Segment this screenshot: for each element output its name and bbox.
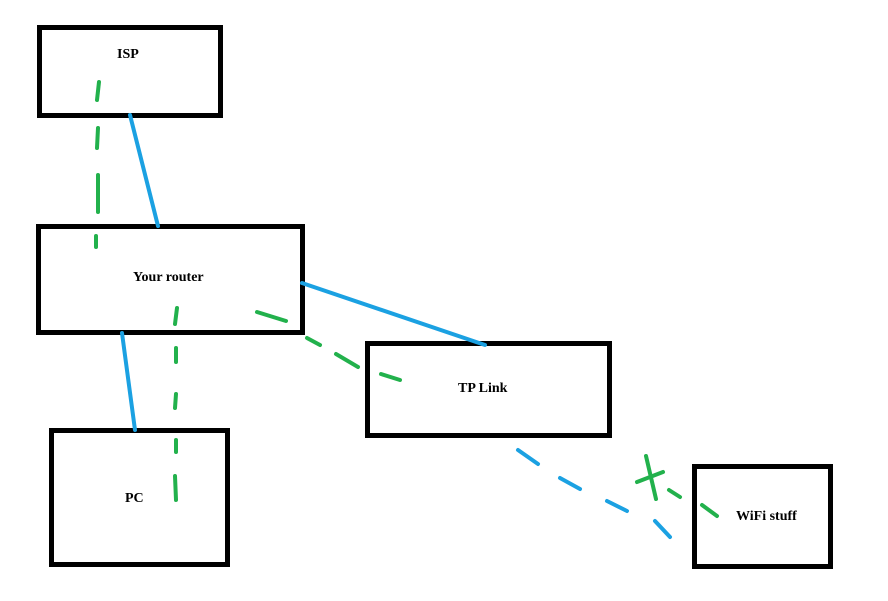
- tplink-box: [365, 341, 612, 438]
- router-label: Your router: [133, 270, 204, 285]
- path-to-wifi-dashed: [667, 488, 719, 518]
- isp-label: ISP: [117, 47, 139, 62]
- cross-mark-icon: [635, 454, 665, 501]
- pc-box: [49, 428, 230, 567]
- path-router-tplink-dashed: [255, 310, 402, 382]
- wire-tplink-wifi-dashed: [516, 448, 672, 539]
- router-box: [36, 224, 305, 335]
- wifi-label: WiFi stuff: [736, 509, 797, 524]
- wire-router-pc: [120, 331, 137, 432]
- tplink-label: TP Link: [458, 381, 508, 396]
- wire-router-tplink: [300, 281, 487, 347]
- pc-label: PC: [125, 491, 144, 506]
- wire-isp-router: [128, 113, 160, 228]
- path-isp-router-dashed: [94, 80, 101, 249]
- path-router-pc-dashed: [173, 306, 179, 502]
- wifi-box: [692, 464, 833, 569]
